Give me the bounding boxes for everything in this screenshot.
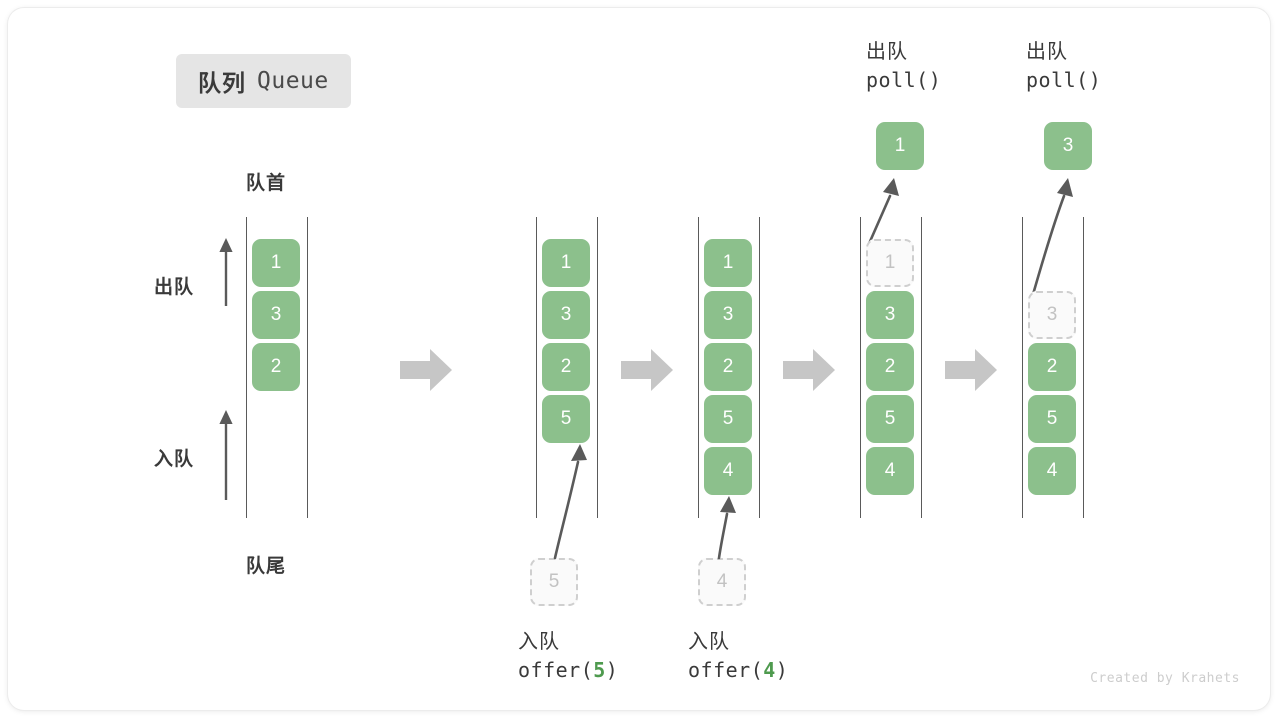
dequeue-side-label: 出队: [154, 277, 195, 298]
queue-element: 2: [704, 343, 752, 391]
flow-arrow-icon: [783, 349, 835, 391]
front-label: 队首: [246, 173, 287, 194]
rail-left: [698, 217, 699, 518]
rail-right: [597, 217, 598, 518]
caption-offer-4: 入队 offer(4): [688, 628, 788, 685]
rail-left: [536, 217, 537, 518]
queue-element: 1: [252, 239, 300, 287]
rail-left: [1022, 217, 1023, 518]
rear-label: 队尾: [246, 556, 287, 577]
dequeue-direction-arrow-icon: [219, 238, 233, 306]
rail-left: [860, 217, 861, 518]
queue-element: 2: [252, 343, 300, 391]
queue-element: 3: [542, 291, 590, 339]
caption-poll-1: 出队 poll(): [866, 38, 941, 95]
caption-cn: 入队: [518, 631, 560, 653]
queue-element: 1: [542, 239, 590, 287]
queue-element: 2: [866, 343, 914, 391]
incoming-ghost-element: 5: [530, 558, 578, 606]
rail-right: [1083, 217, 1084, 518]
queue-element: 5: [1028, 395, 1076, 443]
vacated-ghost-element: 3: [1028, 291, 1076, 339]
incoming-ghost-element: 4: [698, 558, 746, 606]
rail-right: [307, 217, 308, 518]
flow-arrow-icon: [400, 349, 452, 391]
queue-element-new: 5: [542, 395, 590, 443]
queue-element: 4: [866, 447, 914, 495]
queue-element: 2: [1028, 343, 1076, 391]
caption-code: offer(4): [688, 658, 789, 683]
queue-element-new: 4: [704, 447, 752, 495]
enqueue-side-label: 入队: [154, 449, 195, 470]
caption-cn: 出队: [1026, 41, 1068, 63]
rail-left: [246, 217, 247, 518]
caption-code: poll(): [1026, 68, 1102, 93]
caption-cn: 入队: [688, 631, 730, 653]
caption-code: offer(5): [518, 658, 619, 683]
enqueue-motion-arrow-icon: [553, 444, 587, 560]
queue-element: 3: [866, 291, 914, 339]
vacated-ghost-element: 1: [866, 239, 914, 287]
enqueue-direction-arrow-icon: [219, 410, 233, 500]
caption-code: poll(): [866, 68, 942, 93]
diagram-card: 队列 Queue 队首 队尾 出队 入队 1 3 2: [8, 8, 1270, 710]
queue-element: 3: [252, 291, 300, 339]
flow-arrow-icon: [945, 349, 997, 391]
dequeue-motion-arrow-icon: [1030, 178, 1073, 300]
title-cn: 队列: [198, 70, 246, 96]
queue-element: 5: [866, 395, 914, 443]
title-badge: 队列 Queue: [176, 54, 351, 108]
caption-offer-5: 入队 offer(5): [518, 628, 618, 685]
flow-arrow-icon: [621, 349, 673, 391]
credit-watermark: Created by Krahets: [1090, 671, 1240, 686]
enqueue-motion-arrow-icon: [717, 496, 736, 560]
rail-right: [759, 217, 760, 518]
title-en: Queue: [257, 68, 329, 94]
queue-element: 5: [704, 395, 752, 443]
popped-element: 3: [1044, 122, 1092, 170]
caption-cn: 出队: [866, 41, 908, 63]
queue-element: 4: [1028, 447, 1076, 495]
queue-element: 2: [542, 343, 590, 391]
rail-right: [921, 217, 922, 518]
queue-element: 3: [704, 291, 752, 339]
popped-element: 1: [876, 122, 924, 170]
caption-poll-3: 出队 poll(): [1026, 38, 1101, 95]
queue-element: 1: [704, 239, 752, 287]
